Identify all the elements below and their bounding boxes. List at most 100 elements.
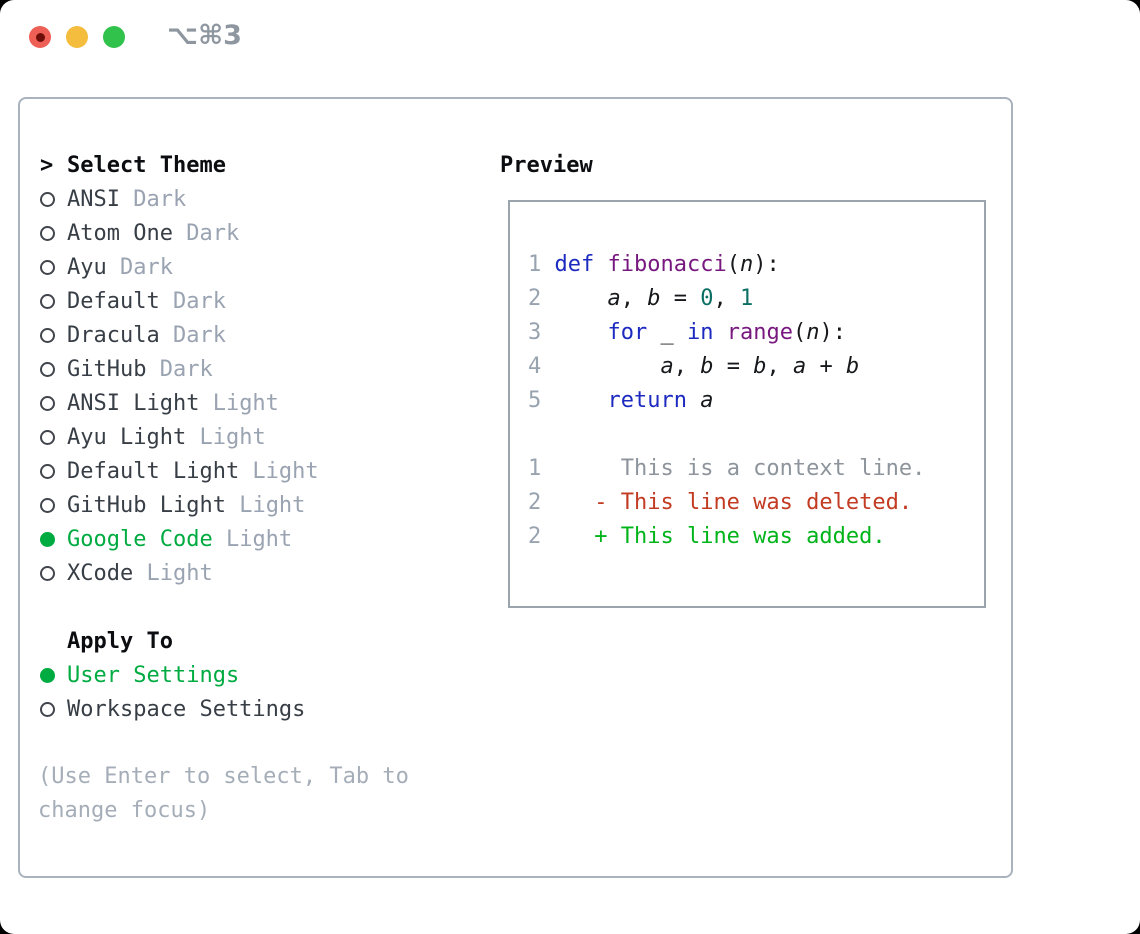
theme-option-xcode-light[interactable]: XCode Light — [40, 556, 319, 590]
close-button[interactable] — [29, 26, 51, 48]
theme-variant-label: Light — [239, 458, 319, 484]
radio-icon — [40, 395, 55, 411]
theme-variant-label: Light — [133, 560, 213, 586]
theme-name-label: Default — [67, 288, 160, 314]
apply-option-label: User Settings — [67, 662, 240, 688]
radio-icon — [40, 327, 55, 343]
code-token: ( — [792, 320, 807, 345]
theme-variant-label: Light — [186, 424, 266, 450]
radio-icon — [40, 497, 55, 513]
code-token: b — [753, 354, 767, 379]
theme-option-default-dark[interactable]: Default Dark — [40, 284, 319, 318]
code-token: range — [726, 320, 793, 345]
code-token: 2 — [528, 524, 542, 549]
code-token — [541, 286, 607, 311]
code-token: ( — [726, 252, 740, 277]
code-token: + — [806, 354, 846, 379]
marker-cell — [40, 327, 67, 343]
theme-option-github-dark[interactable]: GitHub Dark — [40, 352, 319, 386]
code-token: 1 — [528, 252, 555, 277]
code-token: 2 — [528, 286, 542, 311]
preview-line: 3 for _ in range(n): — [528, 316, 984, 350]
radio-icon — [40, 701, 55, 717]
theme-name-label: GitHub Light — [67, 492, 226, 518]
code-token: fibonacci — [607, 252, 727, 277]
code-token: 1 — [528, 456, 542, 481]
theme-variant-label: Dark — [159, 288, 226, 314]
theme-name-label: ANSI — [67, 186, 120, 212]
code-token — [541, 490, 594, 515]
theme-name-label: Dracula — [67, 322, 160, 348]
marker-cell — [40, 293, 67, 309]
theme-option-ansi-dark[interactable]: ANSI Dark — [40, 182, 319, 216]
code-token — [541, 524, 594, 549]
preview-line: 1 def fibonacci(n): — [528, 248, 984, 282]
code-token: 2 — [528, 490, 542, 515]
code-token: , — [766, 354, 793, 379]
code-token: This is a context line. — [620, 456, 926, 481]
theme-option-ansi-light-light[interactable]: ANSI Light Light — [40, 386, 319, 420]
theme-name-label: ANSI Light — [67, 390, 200, 416]
marker-cell — [40, 463, 67, 479]
theme-name-label: XCode — [67, 560, 134, 586]
code-token — [541, 354, 660, 379]
apply-option-user-settings[interactable]: User Settings — [40, 658, 319, 692]
preview-line: 2 a, b = 0, 1 — [528, 282, 984, 316]
list-spacer — [40, 590, 319, 624]
preview-line: 4 a, b = b, a + b — [528, 350, 984, 384]
zoom-button[interactable] — [103, 26, 125, 48]
hint-text: (Use Enter to select, Tab to change focu… — [38, 764, 409, 823]
radio-selected-icon — [40, 667, 55, 683]
radio-icon — [40, 225, 55, 241]
theme-option-default-light-light[interactable]: Default Light Light — [40, 454, 319, 488]
code-token: ): — [753, 252, 780, 277]
preview-blank-line — [528, 418, 984, 452]
theme-option-google-code-light[interactable]: Google Code Light — [40, 522, 319, 556]
code-token: a — [660, 354, 674, 379]
traffic-lights — [29, 26, 125, 48]
theme-name-label: Ayu — [67, 254, 107, 280]
code-token: , — [713, 286, 740, 311]
window-title: ⌥⌘3 — [167, 20, 242, 51]
marker-cell — [40, 531, 67, 547]
code-token — [541, 388, 607, 413]
apply-option-workspace-settings[interactable]: Workspace Settings — [40, 692, 319, 726]
selection-caret-icon: > — [40, 152, 54, 178]
theme-name-label: Default Light — [67, 458, 240, 484]
theme-option-ayu-light-light[interactable]: Ayu Light Light — [40, 420, 319, 454]
code-token: _ — [660, 320, 687, 345]
theme-option-atom-one-dark[interactable]: Atom One Dark — [40, 216, 319, 250]
code-token: def — [554, 252, 608, 277]
theme-variant-label: Light — [225, 492, 306, 518]
code-token: return — [607, 388, 701, 413]
theme-option-dracula-dark[interactable]: Dracula Dark — [40, 318, 319, 352]
marker-cell — [40, 497, 67, 513]
code-token: = — [713, 354, 754, 379]
preview-line: 2 + This line was added. — [528, 520, 984, 554]
marker-cell — [40, 395, 67, 411]
theme-variant-label: Dark — [159, 322, 226, 348]
modified-dot-icon — [35, 32, 45, 42]
apply-to-header: Apply To — [40, 624, 319, 658]
code-token: in — [686, 320, 727, 345]
code-token: a — [700, 388, 714, 413]
code-token: ): — [819, 320, 846, 345]
code-token: n — [806, 320, 820, 345]
marker-cell — [40, 565, 67, 581]
code-token: , — [673, 354, 701, 379]
theme-variant-label: Dark — [146, 356, 213, 382]
radio-icon — [40, 361, 55, 377]
marker-cell — [40, 361, 67, 377]
code-token — [541, 320, 607, 345]
preview-line: 2 - This line was deleted. — [528, 486, 984, 520]
theme-option-github-light-light[interactable]: GitHub Light Light — [40, 488, 319, 522]
minimize-button[interactable] — [66, 26, 88, 48]
code-token: = — [660, 286, 701, 311]
radio-icon — [40, 259, 55, 275]
marker-cell — [40, 191, 67, 207]
theme-option-ayu-dark[interactable]: Ayu Dark — [40, 250, 319, 284]
